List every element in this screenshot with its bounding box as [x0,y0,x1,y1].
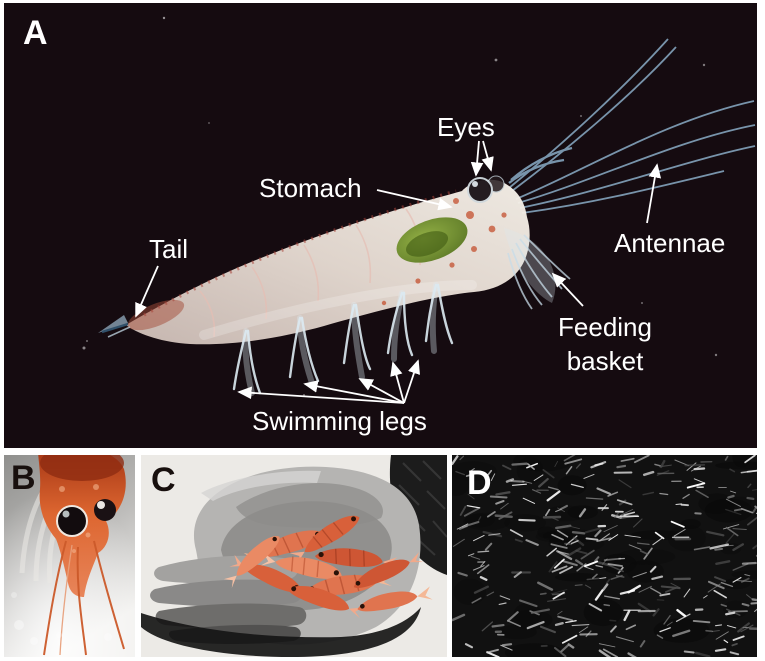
krill-head-shape [38,455,126,597]
label-feeding-basket: Feeding basket [558,312,652,376]
panel-c: C [141,455,447,657]
bokeh-dots [11,592,112,645]
large-eye [56,505,88,537]
small-eye [94,499,116,521]
antennae-strokes [508,38,756,214]
krill-swarm-illustration [452,455,757,657]
krill-photo-illustration [82,16,756,396]
belly-sheen [199,280,477,340]
panel-d-letter: D [467,464,492,502]
label-eyes: Eyes [437,112,495,142]
panel-b: B [4,455,135,657]
segment-lines [199,208,422,338]
stomach-shape [396,217,468,263]
swarm-streaks [452,455,757,657]
panel-c-letter: C [151,461,176,499]
label-tail: Tail [149,234,189,264]
label-swimming-legs: Swimming legs [252,406,427,436]
krill-head-illustration [4,455,135,657]
panel-b-letter: B [11,459,36,497]
swimming-legs-shape [232,282,454,396]
background-specks [82,16,718,396]
sleeve-shape [389,455,447,575]
panel-a: A Eyes Stomach Tail Antennae Feeding bas… [4,3,757,448]
krill-pile [223,515,433,619]
tail-telson [98,315,131,338]
krill-body [98,38,756,396]
hand-krill-illustration [141,455,447,657]
panel-b-antennae [43,540,125,656]
label-antennae: Antennae [614,228,726,258]
label-stomach: Stomach [259,173,362,203]
head-speckles [381,198,507,306]
panel-a-letter: A [23,14,48,52]
krill-eye [467,175,505,203]
panel-d: D [452,455,757,657]
